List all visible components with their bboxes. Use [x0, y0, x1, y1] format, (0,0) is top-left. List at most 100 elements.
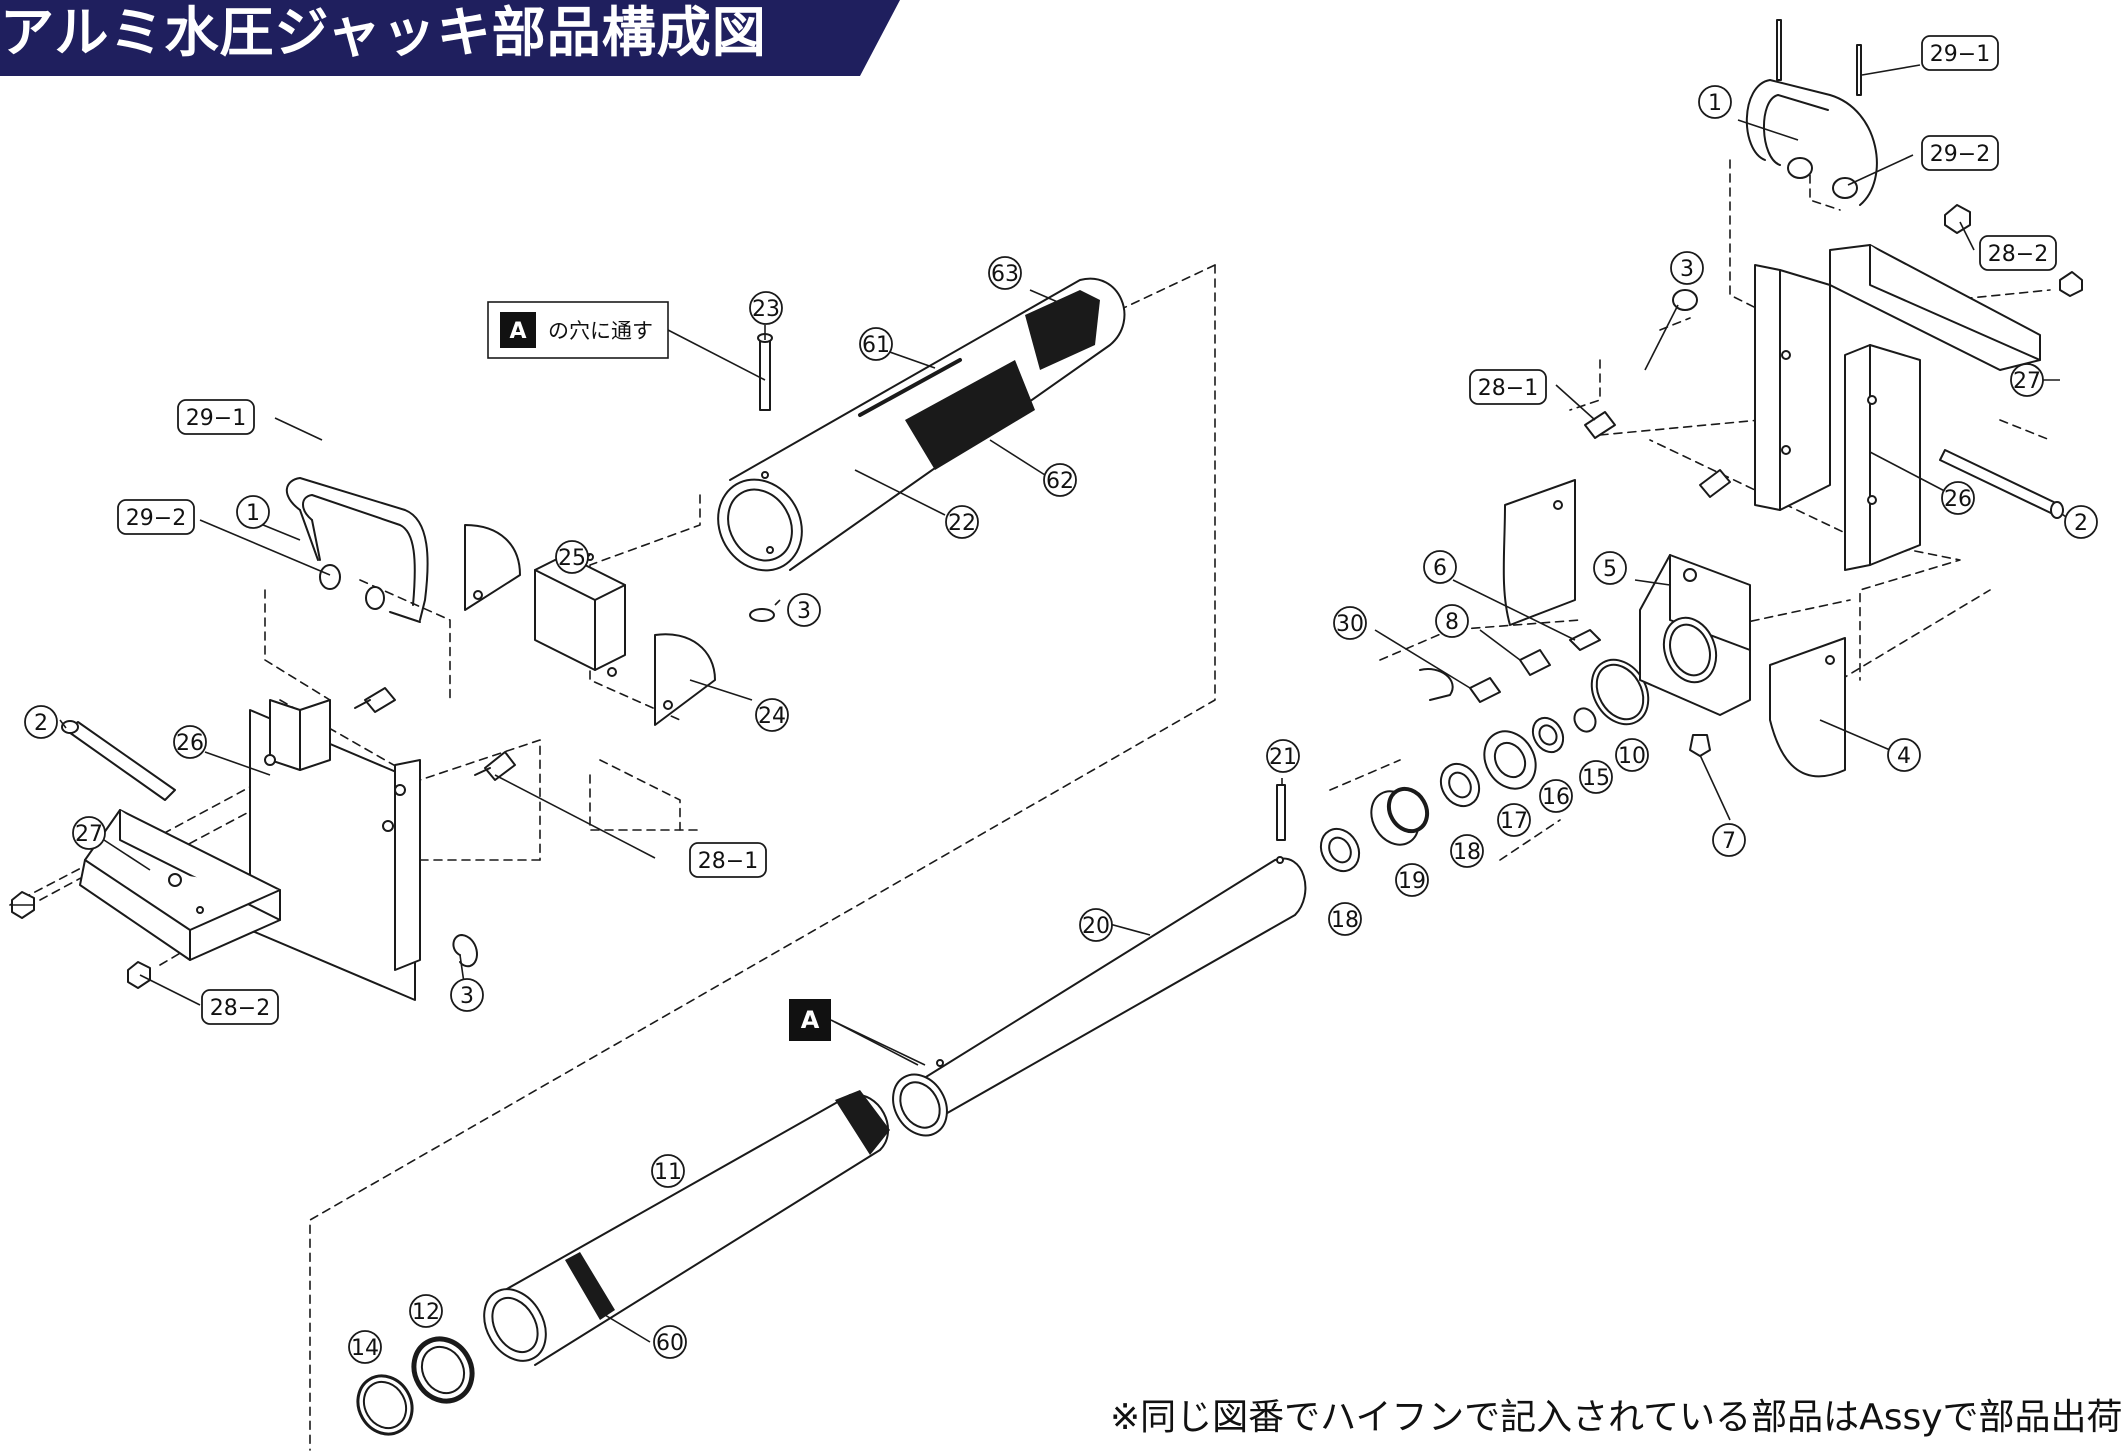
part-number-text: 2 [34, 711, 48, 736]
callout-note-text: の穴に通す [548, 319, 653, 343]
part-label-2-right: 2 [2064, 505, 2098, 539]
long-bolt-left-part [61, 720, 176, 801]
part-number-text: 17 [1500, 809, 1528, 834]
part-number-text: 8 [1445, 610, 1459, 635]
cylinder-tube-part [483, 1090, 890, 1366]
part-number-text: 18 [1331, 908, 1359, 933]
part-number-text: 7 [1722, 829, 1736, 854]
part-number-text: 27 [75, 822, 103, 847]
part-label-61: 61 [859, 327, 893, 361]
part-number-text: 63 [991, 262, 1019, 287]
body-block-part [1502, 479, 1846, 778]
part-number-text: 3 [460, 984, 474, 1009]
part-label-26-left: 26 [173, 725, 207, 759]
part-number-text: 3 [797, 599, 811, 624]
part-number-text: 62 [1046, 469, 1074, 494]
part-label-20: 20 [1079, 908, 1113, 942]
part-label-27-left: 27 [72, 816, 106, 850]
part-number-text: 29−1 [1930, 42, 1990, 67]
part-label-5: 5 [1593, 551, 1627, 585]
part-number-text: 29−2 [126, 506, 186, 531]
part-number-text: 10 [1618, 744, 1646, 769]
part-label-62: 62 [1043, 463, 1077, 497]
seal-rings-lower-part [356, 1336, 475, 1436]
bracket-plate-left-part [249, 699, 421, 1001]
part-label-3-right: 3 [1670, 251, 1704, 285]
part-number-text: 15 [1582, 766, 1610, 791]
part-number-text: 61 [862, 333, 890, 358]
part-label-1-left: 1 [236, 495, 270, 529]
part-number-text: 23 [752, 297, 780, 322]
part-label-2-left: 2 [24, 705, 58, 739]
part-label-21: 21 [1266, 739, 1300, 773]
part-label-29-2-left: 29−2 [117, 499, 195, 535]
part-number-text: 28−2 [210, 996, 270, 1021]
part-label-30: 30 [1333, 606, 1367, 640]
part-number-text: 4 [1897, 744, 1911, 769]
callout-badge-text: A [509, 319, 526, 344]
part-label-29-1-right: 29−1 [1921, 35, 1999, 71]
part-number-text: 6 [1433, 556, 1447, 581]
part-label-3-center: 3 [787, 593, 821, 627]
part-number-text: 21 [1269, 745, 1297, 770]
part-label-3-left: 3 [450, 978, 484, 1012]
snap-ring-left-part [452, 934, 478, 968]
part-label-28-2-right: 28−2 [1979, 235, 2057, 271]
part-label-15: 15 [1579, 760, 1613, 794]
part-label-27-right: 27 [2010, 363, 2044, 397]
part-label-29-1-left: 29−1 [177, 399, 255, 435]
part-number-text: 1 [1708, 91, 1722, 116]
bracket-right-part [1754, 244, 2041, 571]
part-label-28-2-left: 28−2 [201, 989, 279, 1025]
part-label-8: 8 [1435, 604, 1469, 638]
part-number-text: 26 [1944, 487, 1972, 512]
part-number-text: 30 [1336, 612, 1364, 637]
callout-box-a: A の穴に通す [487, 301, 669, 359]
part-label-63: 63 [988, 256, 1022, 290]
part-number-text: 1 [246, 501, 260, 526]
part-label-19: 19 [1395, 863, 1429, 897]
part-label-60: 60 [653, 1325, 687, 1359]
part-number-text: 3 [1680, 257, 1694, 282]
part-number-text: 26 [176, 731, 204, 756]
part-label-18-b: 18 [1450, 834, 1484, 868]
part-label-6: 6 [1423, 550, 1457, 584]
pin-23-part [757, 333, 773, 411]
part-number-text: 29−2 [1930, 142, 1990, 167]
part-number-text: 28−1 [698, 849, 758, 874]
part-label-23: 23 [749, 291, 783, 325]
part-label-4: 4 [1887, 738, 1921, 772]
ram-tube-part [892, 856, 1307, 1137]
marker-a: A [789, 999, 919, 1066]
part-label-28-1-right: 28−1 [1469, 369, 1547, 405]
part-label-17: 17 [1497, 803, 1531, 837]
part-label-11: 11 [651, 1154, 685, 1188]
part-label-28-1-left: 28−1 [689, 842, 767, 878]
footnote: ※同じ図番でハイフンで記入されている部品はAssyで部品出荷 [1110, 1397, 2121, 1438]
part-label-24: 24 [755, 698, 789, 732]
pin-21-part [1276, 784, 1286, 841]
part-number-text: 2 [2074, 511, 2088, 536]
part-number-text: 22 [948, 511, 976, 536]
upper-tube-part [717, 277, 1126, 572]
part-number-text: 19 [1398, 869, 1426, 894]
part-number-text: 18 [1453, 840, 1481, 865]
part-number-text: 14 [351, 1336, 379, 1361]
part-number-text: 28−2 [1988, 242, 2048, 267]
part-number-text: 28−1 [1478, 376, 1538, 401]
leader-lines [12, 64, 2071, 1343]
diagram-title: アルミ水圧ジャッキ部品構成図 [0, 1, 767, 64]
end-cap-parts [464, 524, 716, 726]
part-label-10: 10 [1615, 738, 1649, 772]
part-number-text: 29−1 [186, 406, 246, 431]
part-number-text: 25 [558, 546, 586, 571]
part-label-12: 12 [409, 1294, 443, 1328]
part-number-text: 20 [1082, 914, 1110, 939]
fittings-parts [1419, 629, 1711, 757]
part-labels: 1 2 26 27 3 23 63 61 62 22 25 3 24 21 20… [24, 35, 2098, 1364]
part-label-26-right: 26 [1941, 481, 1975, 515]
part-number-text: 12 [412, 1300, 440, 1325]
part-label-22: 22 [945, 505, 979, 539]
piston-seal-parts [1319, 658, 1650, 873]
